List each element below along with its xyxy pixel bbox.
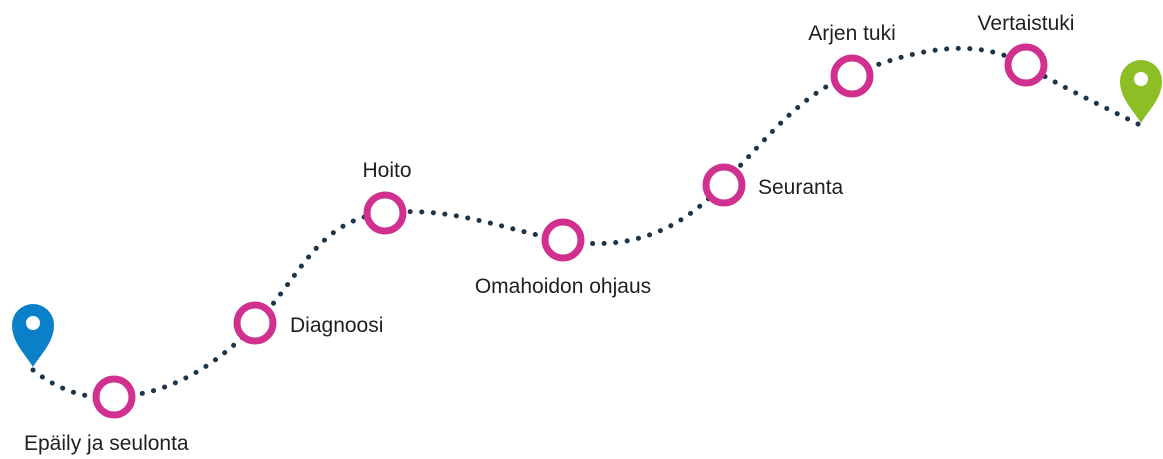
step-marker-arjen-tuki [830, 54, 874, 98]
step-label-arjen-tuki: Arjen tuki [808, 22, 896, 45]
step-label-diagnoosi: Diagnoosi [290, 314, 383, 337]
step-label-hoito: Hoito [362, 159, 411, 182]
start-location-pin-icon [12, 304, 54, 367]
journey-path [30, 45, 1143, 400]
step-label-vertaistuki: Vertaistuki [978, 12, 1075, 35]
step-marker-hoito [363, 191, 407, 235]
step-label-seuranta: Seuranta [758, 176, 844, 199]
step-marker-diagnoosi [233, 301, 277, 345]
step-marker-vertaistuki [1004, 43, 1048, 87]
step-marker-epaily [92, 375, 136, 419]
step-marker-omahoidon [541, 218, 585, 262]
step-label-epaily: Epäily ja seulonta [24, 432, 189, 455]
end-location-pin-icon [1120, 60, 1162, 123]
step-label-omahoidon: Omahoidon ohjaus [475, 275, 651, 298]
step-marker-seuranta [702, 163, 746, 207]
